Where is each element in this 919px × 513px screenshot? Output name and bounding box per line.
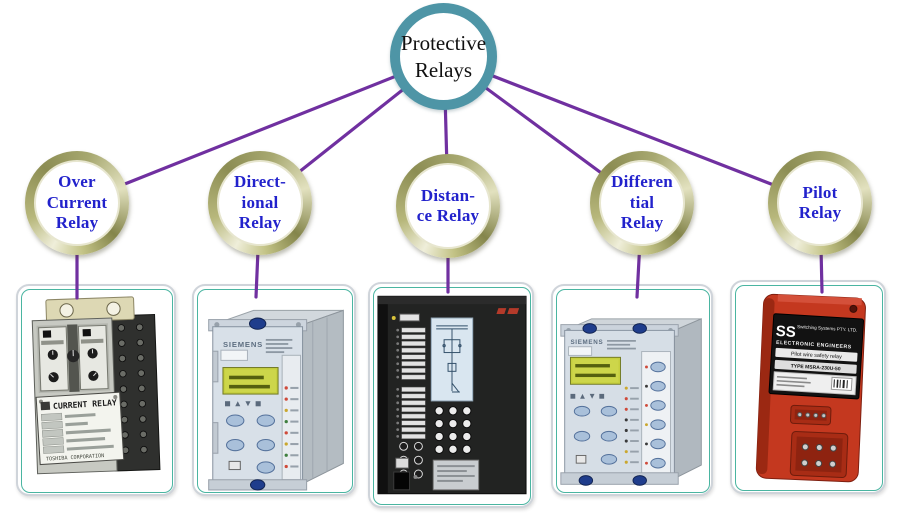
connector-large xyxy=(789,430,849,479)
usb-port xyxy=(575,454,587,464)
differential-relay-photo: SIEMENS xyxy=(560,318,702,486)
node-pilot-relay: Pilot Relay xyxy=(768,151,872,255)
nameplate-title: CURRENT RELAY xyxy=(53,397,117,411)
thumbscrew-top-right xyxy=(632,323,647,334)
node-protective-relays-label: Protective Relays xyxy=(400,31,487,82)
setting-knobs xyxy=(47,348,99,383)
node-protective-relays: Protective Relays xyxy=(390,3,497,110)
pilot-relay-photo: SS Switching Systems PTY. LTD. ELECTRONI… xyxy=(755,293,866,483)
node-differential-relay-label: Differen tial Relay xyxy=(611,172,673,233)
right-buttons xyxy=(645,361,666,469)
label-band2: TYPE MSRA-230U-50 xyxy=(790,363,841,372)
distance-relay-photo xyxy=(377,295,527,495)
usb-port xyxy=(228,460,241,471)
left-keypad-buttons xyxy=(573,405,618,465)
card-distance-relay xyxy=(368,282,534,508)
thumbscrew-bottom-left xyxy=(578,475,594,486)
thumbscrew-bottom xyxy=(250,479,266,491)
connector-small xyxy=(789,404,832,426)
brand-line2: ELECTRONIC ENGINEERS xyxy=(776,340,852,351)
card-directional-relay: SIEMENS xyxy=(192,284,356,496)
directional-relay-photo: SIEMENS xyxy=(208,309,344,491)
node-over-current-relay-label: Over Current Relay xyxy=(46,172,108,233)
node-differential-relay: Differen tial Relay xyxy=(590,151,694,255)
node-over-current-relay: Over Current Relay xyxy=(25,151,129,255)
housing-side xyxy=(302,309,344,485)
housing-side xyxy=(673,318,702,480)
nameplate: CURRENT RELAY TOSHIBA CORPORATION xyxy=(35,391,125,466)
nameplate: SS Switching Systems PTY. LTD. ELECTRONI… xyxy=(768,313,865,400)
keypad-buttons xyxy=(226,414,275,474)
over-current-relay-photo: CURRENT RELAY TOSHIBA CORPORATION xyxy=(31,296,161,475)
led-indicators xyxy=(284,386,299,469)
led-strip xyxy=(281,354,302,481)
node-directional-relay: Direct- ional Relay xyxy=(208,151,312,255)
card-over-current-relay: CURRENT RELAY TOSHIBA CORPORATION xyxy=(16,284,176,496)
brand-label: SIEMENS xyxy=(223,340,263,349)
node-distance-relay-label: Distan- ce Relay xyxy=(416,185,480,225)
card-differential-relay: SIEMENS xyxy=(551,284,713,496)
spec-text-block xyxy=(265,338,293,354)
brand-line1: Switching Systems PTY. LTD. xyxy=(797,324,858,333)
nameplate-footer: TOSHIBA CORPORATION xyxy=(46,453,105,463)
lcd-display xyxy=(430,317,474,402)
node-distance-relay: Distan- ce Relay xyxy=(396,154,500,258)
brand-logo xyxy=(496,308,520,315)
label-band1: Pilot wire safety relay xyxy=(791,351,843,360)
node-pilot-relay-label: Pilot Relay xyxy=(798,182,842,222)
spec-text-block xyxy=(607,340,636,350)
bottom-nameplate xyxy=(432,459,480,491)
port-slot xyxy=(393,471,411,491)
node-directional-relay-label: Direct- ional Relay xyxy=(233,172,287,233)
card-pilot-relay: SS Switching Systems PTY. LTD. ELECTRONI… xyxy=(730,280,886,494)
thumbscrew-top xyxy=(248,317,267,330)
thumbscrew-bottom-right xyxy=(632,475,647,486)
terminal-screws xyxy=(117,323,148,454)
thumbscrew-top-left xyxy=(582,323,597,334)
brand-logo: SS xyxy=(775,323,796,341)
led-column xyxy=(624,386,639,464)
icon-row xyxy=(225,401,261,407)
icon-row xyxy=(570,393,605,399)
led-label-strips xyxy=(396,327,426,439)
brand-label: SIEMENS xyxy=(570,339,603,346)
